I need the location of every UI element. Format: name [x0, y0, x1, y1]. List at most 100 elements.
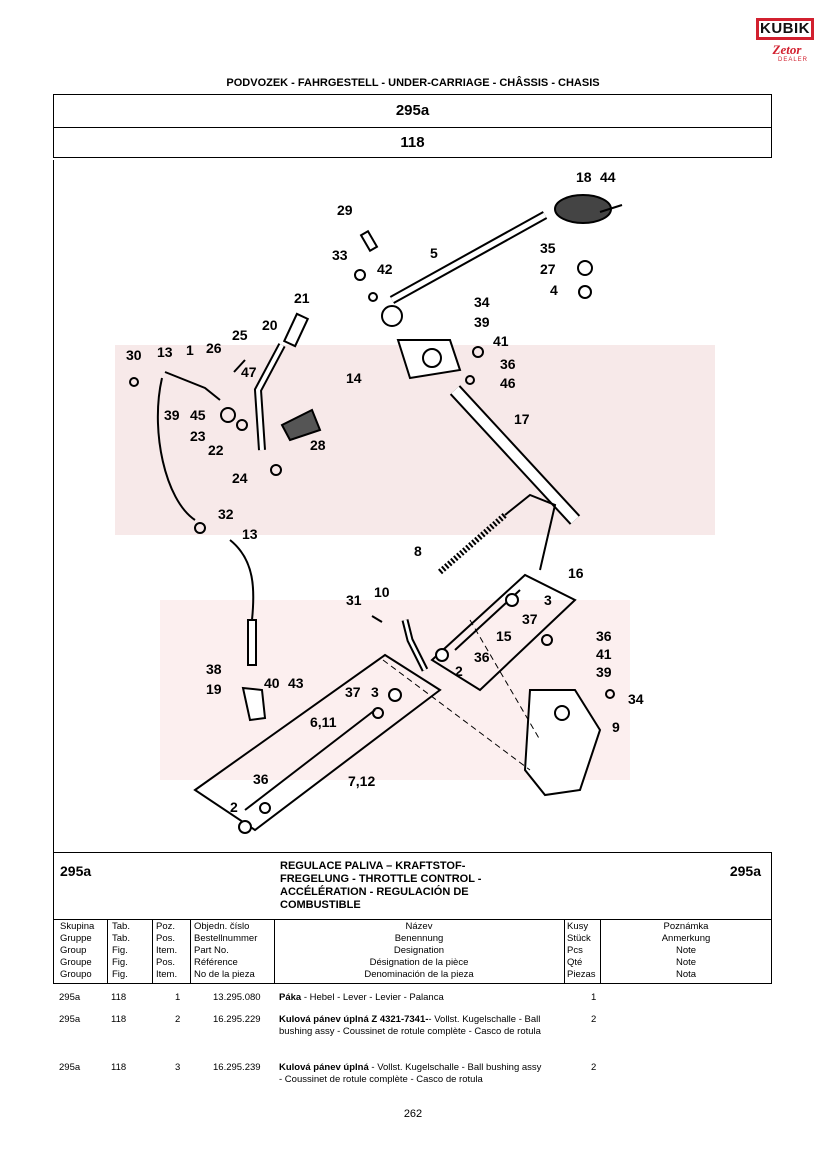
callout-6-11: 6,11	[310, 714, 337, 730]
callout-36d: 36	[253, 771, 269, 787]
callout-39: 39	[474, 314, 490, 330]
cell-qty: 2	[591, 1062, 597, 1073]
cell-part: 13.295.080	[213, 992, 261, 1003]
description-title: REGULACE PALIVA – KRAFTSTOF- FREGELUNG -…	[280, 860, 540, 912]
callout-4: 4	[550, 282, 558, 298]
section-title: PODVOZEK - FAHRGESTELL - UNDER-CARRIAGE …	[226, 77, 600, 89]
callout-10: 10	[374, 584, 390, 600]
callout-39c: 39	[596, 664, 612, 680]
drawing-left-border	[53, 160, 54, 852]
callout-2b: 2	[230, 799, 238, 815]
callout-33: 33	[332, 247, 348, 263]
title-line: COMBUSTIBLE	[280, 899, 361, 911]
kubik-zetor-logo: KUBIK Zetor DEALER	[756, 14, 814, 68]
callout-45: 45	[190, 407, 206, 423]
group-code-left: 295a	[60, 863, 92, 879]
callout-5: 5	[430, 245, 438, 261]
cell-group: 295a	[59, 992, 81, 1003]
group-code-right: 295a	[729, 863, 761, 879]
cell-tab: 118	[111, 1014, 127, 1025]
callout-23: 23	[190, 428, 206, 444]
callout-26: 26	[206, 340, 222, 356]
callout-37: 37	[522, 611, 538, 627]
callout-13b: 13	[242, 526, 258, 542]
callout-24: 24	[232, 470, 248, 486]
cell-group: 295a	[59, 1014, 81, 1025]
callout-41: 41	[493, 333, 509, 349]
callout-2: 2	[455, 663, 463, 679]
cell-pos: 3	[175, 1062, 181, 1073]
callout-31: 31	[346, 592, 362, 608]
group-number: 295a	[53, 94, 772, 128]
cell-group: 295a	[59, 1062, 81, 1073]
callout-28: 28	[310, 437, 326, 453]
callout-36b: 36	[596, 628, 612, 644]
callout-35: 35	[540, 240, 556, 256]
cell-name: Páka - Hebel - Lever - Levier - Palanca	[279, 992, 444, 1003]
column-tab: Tab.Tab.Fig.Fig.Fig.	[112, 921, 130, 980]
cell-name: Kulová pánev úplná - Vollst. Kugelschall…	[279, 1062, 542, 1085]
cell-part: 16.295.229	[213, 1014, 261, 1025]
logo-brand: KUBIK	[756, 18, 814, 40]
figure-number: 118	[53, 127, 772, 158]
page-number: 262	[403, 1108, 423, 1120]
callout-41b: 41	[596, 646, 612, 662]
cell-part: 16.295.239	[213, 1062, 261, 1073]
callout-18: 18	[576, 169, 592, 185]
callout-8: 8	[414, 543, 422, 559]
callout-43: 43	[288, 675, 304, 691]
callout-19: 19	[206, 681, 222, 697]
callout-15: 15	[496, 628, 512, 644]
callout-9: 9	[612, 719, 620, 735]
callout-46: 46	[500, 375, 516, 391]
callout-34: 34	[474, 294, 490, 310]
exploded-parts-drawing: 18 44 29 5 33 42 35 27 4 21 34 39 41 36 …	[115, 169, 715, 834]
logo-dealer: DEALER	[778, 57, 809, 63]
title-line: REGULACE PALIVA – KRAFTSTOF-	[280, 860, 466, 872]
callout-3: 3	[544, 592, 552, 608]
callout-29: 29	[337, 202, 353, 218]
callout-25: 25	[232, 327, 248, 343]
callout-1: 1	[186, 342, 194, 358]
callout-7-12: 7,12	[348, 773, 375, 789]
callout-37b: 37	[345, 684, 361, 700]
parts-description-header: 295a 295a REGULACE PALIVA – KRAFTSTOF- F…	[53, 852, 772, 920]
callout-38: 38	[206, 661, 222, 677]
callout-34b: 34	[628, 691, 644, 707]
callout-47: 47	[241, 364, 257, 380]
callout-20: 20	[262, 317, 278, 333]
callout-42: 42	[377, 261, 393, 277]
cell-pos: 2	[175, 1014, 181, 1025]
callout-13: 13	[157, 344, 173, 360]
logo-sub: Zetor	[772, 42, 802, 57]
callout-16: 16	[568, 565, 584, 581]
callout-36c: 36	[474, 649, 490, 665]
callout-numbers: 18 44 29 5 33 42 35 27 4 21 34 39 41 36 …	[126, 169, 644, 815]
title-line: FREGELUNG - THROTTLE CONTROL -	[280, 873, 482, 885]
cell-tab: 118	[111, 1062, 127, 1073]
column-poz: Poz.Pos.Item.Pos.Item.	[156, 921, 178, 980]
cell-tab: 118	[111, 992, 127, 1003]
callout-39b: 39	[164, 407, 180, 423]
callout-3b: 3	[371, 684, 379, 700]
callout-14: 14	[346, 370, 362, 386]
callout-32: 32	[218, 506, 234, 522]
callout-30: 30	[126, 347, 142, 363]
cell-qty: 1	[591, 992, 597, 1003]
callout-21: 21	[294, 290, 310, 306]
callout-44: 44	[600, 169, 616, 185]
title-line: ACCÉLÉRATION - REGULACIÓN DE	[280, 886, 469, 898]
cell-qty: 2	[591, 1014, 597, 1025]
callout-40: 40	[264, 675, 280, 691]
cell-pos: 1	[175, 992, 181, 1003]
callout-27: 27	[540, 261, 556, 277]
callout-22: 22	[208, 442, 224, 458]
callout-36: 36	[500, 356, 516, 372]
callout-17: 17	[514, 411, 530, 427]
